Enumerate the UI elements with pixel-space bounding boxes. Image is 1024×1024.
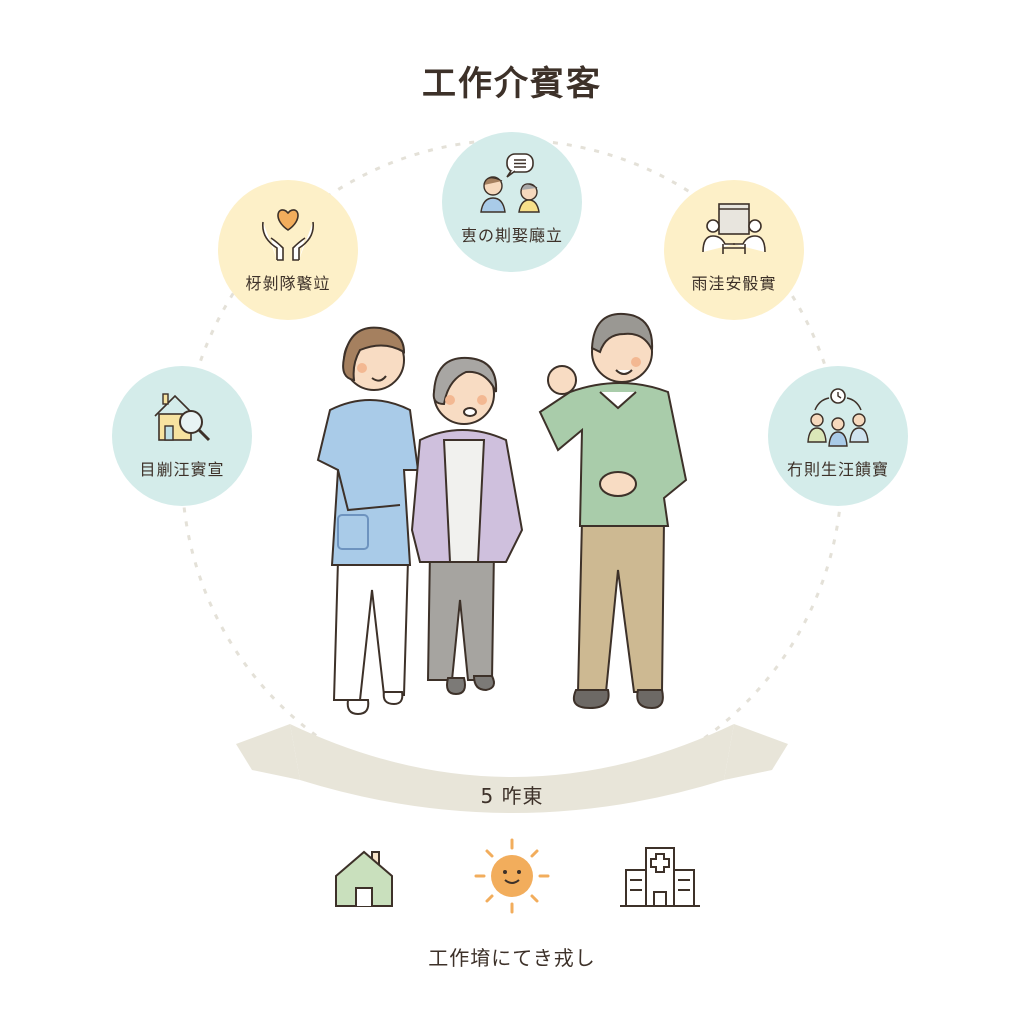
node-care: 枒剝隊饏竝 [218, 180, 358, 320]
home-icon [335, 850, 393, 907]
house-search-icon [154, 393, 211, 442]
caregiving-illustration [316, 312, 688, 716]
node-label: 枒剝隊饏竝 [245, 274, 331, 293]
consultation-icon [702, 203, 766, 254]
node-daily-life-support: 冇則生汪饋寶 [768, 366, 908, 506]
node-communication: 叀の剘娶廰立 [442, 132, 582, 272]
node-label: 冇則生汪饋寶 [786, 460, 889, 479]
node-label: 叀の剘娶廰立 [460, 226, 563, 245]
banner-label: 5 咋東 [480, 784, 544, 808]
node-home-assessment: 目剻汪賨宣 [112, 366, 252, 506]
group-cycle-icon [807, 388, 869, 447]
hospital-icon [620, 847, 700, 907]
node-label: 目剻汪賨宣 [139, 460, 225, 479]
page-title: 工作介賓客 [422, 64, 602, 104]
smiling-sun-icon [474, 838, 550, 914]
footer-caption: 工作堉にてき戎し [428, 946, 596, 970]
heart-hands-icon [261, 209, 315, 261]
conversation-icon [480, 153, 540, 213]
node-consultation: 雨洼安骰實 [664, 180, 804, 320]
bottom-icon-row [0, 838, 1024, 914]
node-label: 雨洼安骰實 [691, 274, 777, 293]
